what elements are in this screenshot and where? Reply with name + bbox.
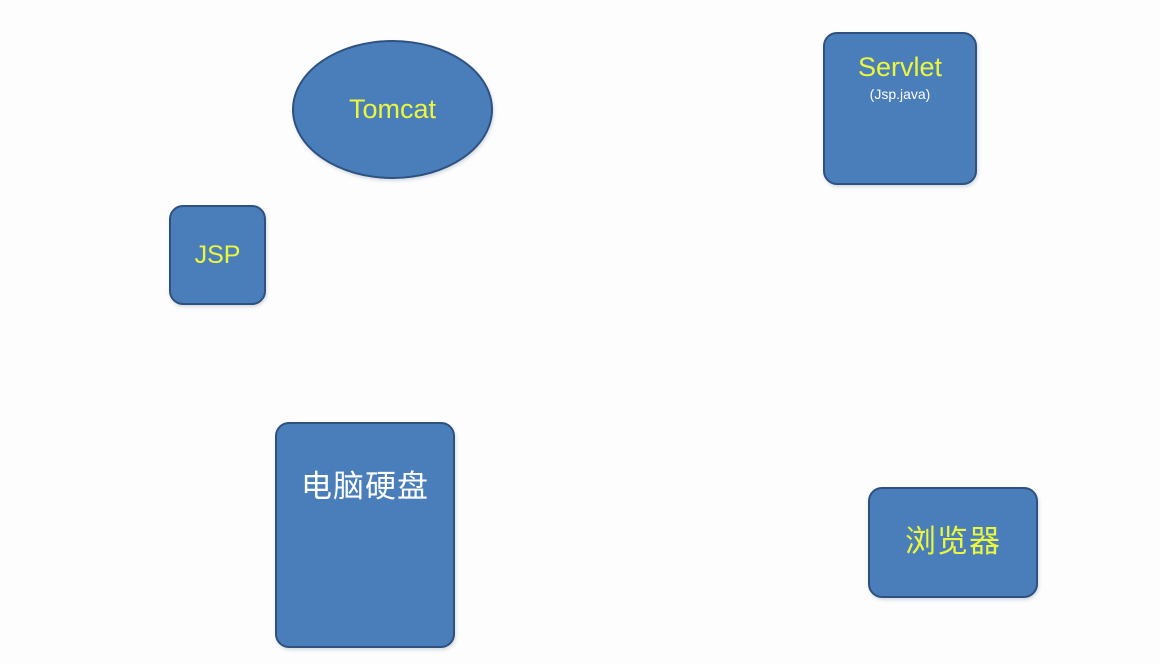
node-servlet-label: Servlet [857, 52, 943, 82]
node-jsp[interactable]: JSP [169, 205, 266, 305]
node-tomcat[interactable]: Tomcat [292, 40, 493, 179]
node-harddisk-label: 电脑硬盘 [301, 469, 429, 504]
node-servlet-sublabel: (Jsp.java) [869, 86, 931, 103]
node-tomcat-label: Tomcat [348, 94, 437, 125]
node-jsp-label: JSP [194, 240, 241, 269]
node-browser[interactable]: 浏览器 [868, 487, 1038, 598]
node-harddisk[interactable]: 电脑硬盘 [275, 422, 455, 648]
node-browser-label: 浏览器 [905, 524, 1001, 560]
node-servlet[interactable]: Servlet (Jsp.java) [823, 32, 977, 185]
